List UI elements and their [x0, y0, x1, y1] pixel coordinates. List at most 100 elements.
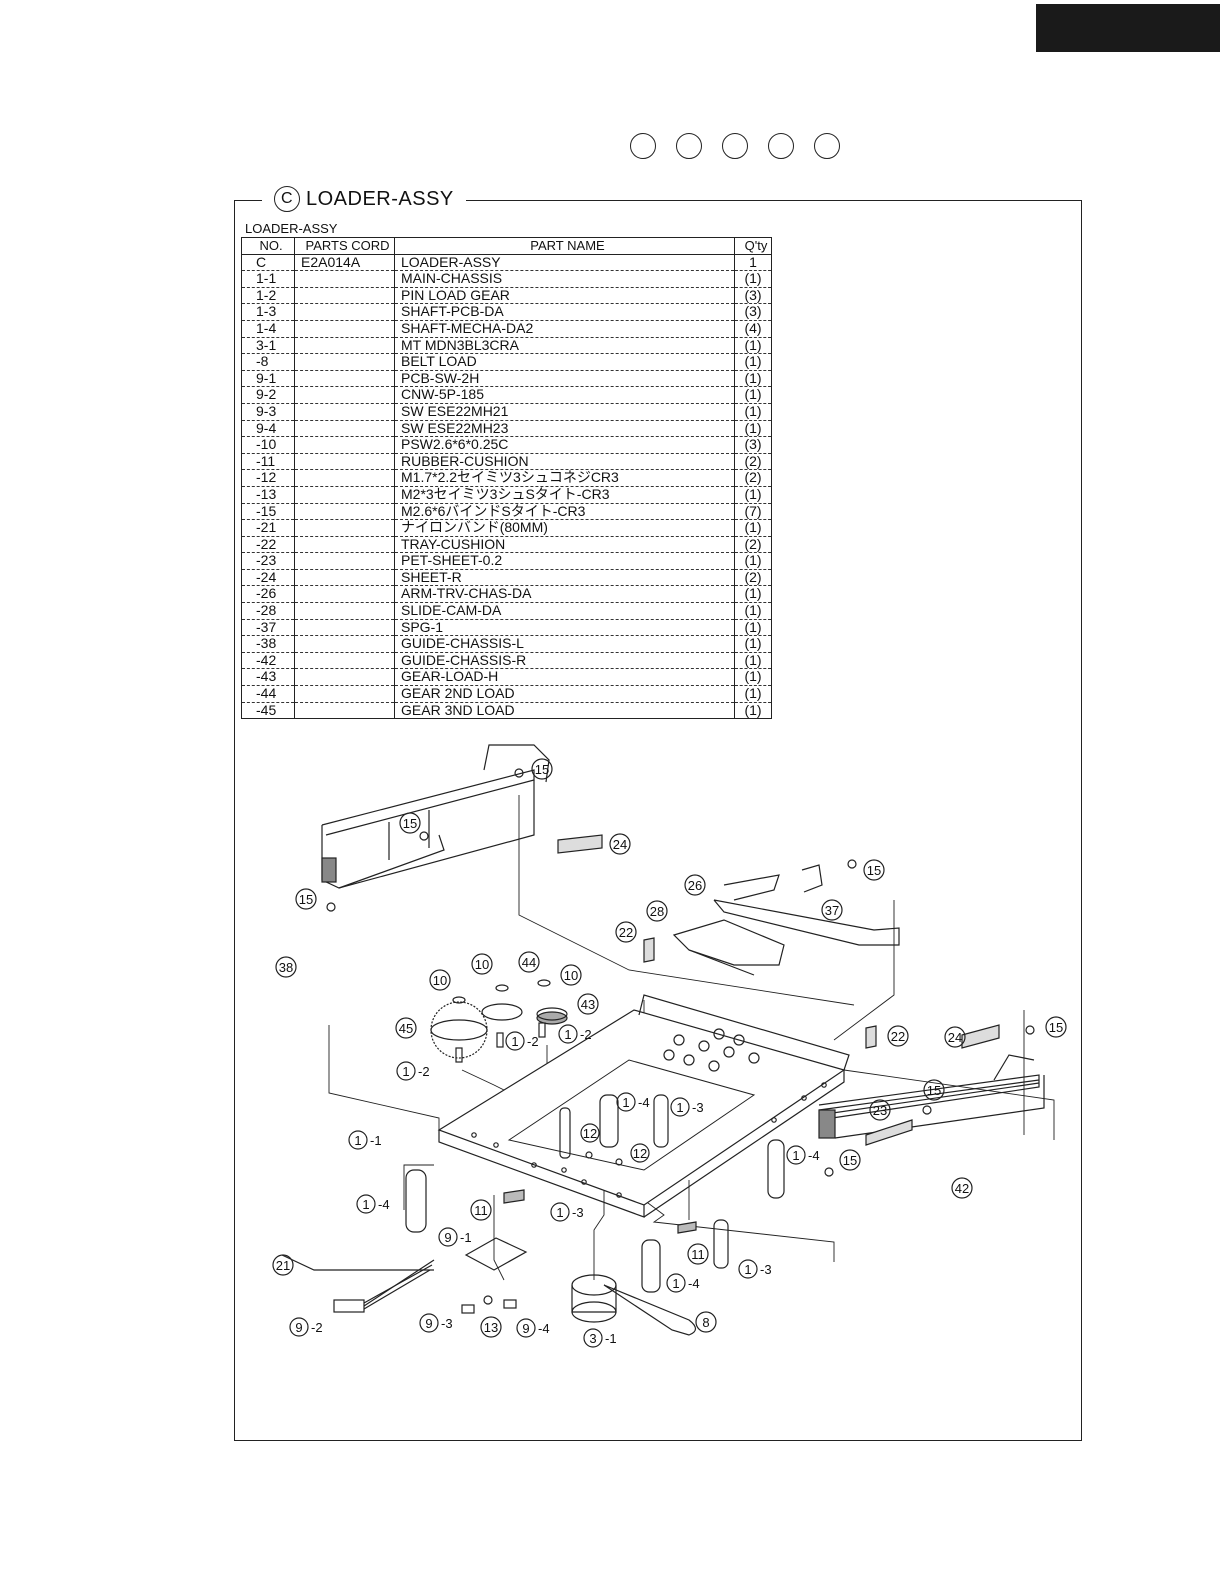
- part-name-cell: PCB-SW-2H: [394, 370, 735, 388]
- part-name-cell: LOADER-ASSY: [394, 254, 735, 272]
- compound-callouts: 1-1 1-2 1-2 1-2 1-4 1-3 1-4 1-4 1-3 1-4 …: [289, 1024, 820, 1348]
- qty-cell: (3): [734, 437, 772, 454]
- callout-45: 45: [399, 1021, 413, 1036]
- parts-cord-cell: [294, 353, 395, 371]
- arm-trv-chas: [713, 874, 900, 946]
- parts-cord-cell: [294, 652, 395, 670]
- svg-text:-4: -4: [638, 1095, 650, 1110]
- blank-circle: [768, 133, 794, 159]
- callout-23: 23: [873, 1103, 887, 1118]
- table-caption: LOADER-ASSY: [245, 221, 338, 236]
- callout-37: 37: [825, 903, 839, 918]
- parts-cord-cell: [294, 303, 395, 321]
- svg-text:9: 9: [444, 1230, 451, 1245]
- part-no-cell: 1-1: [241, 271, 295, 288]
- callout-26: 26: [688, 878, 702, 893]
- part-no-cell: 9-1: [241, 370, 295, 388]
- page-tab-marker: [1036, 4, 1220, 52]
- qty-cell: (4): [734, 320, 772, 338]
- part-name-cell: ARM-TRV-CHAS-DA: [394, 586, 735, 604]
- part-no-cell: 9-2: [241, 387, 295, 404]
- callout-1-3: 1-3: [738, 1259, 772, 1279]
- belt-load: [603, 1284, 697, 1336]
- header-part-name: PART NAME: [394, 237, 735, 255]
- part-no-cell: -21: [241, 519, 295, 537]
- part-name-cell: MT MDN3BL3CRA: [394, 337, 735, 355]
- blank-circle-row: [630, 133, 840, 159]
- part-no-cell: -37: [241, 619, 295, 637]
- qty-cell: (1): [734, 619, 772, 637]
- part-no-cell: -28: [241, 602, 295, 620]
- qty-cell: 1: [734, 254, 772, 272]
- part-no-cell: -44: [241, 685, 295, 703]
- svg-text:1: 1: [744, 1262, 751, 1277]
- callout-10: 10: [564, 968, 578, 983]
- qty-cell: (1): [734, 387, 772, 404]
- part-no-cell: C: [241, 254, 295, 272]
- qty-cell: (1): [734, 669, 772, 687]
- part-name-cell: GUIDE-CHASSIS-L: [394, 636, 735, 653]
- callout-9-1: 9-1: [438, 1227, 472, 1247]
- svg-text:1: 1: [792, 1148, 799, 1163]
- part-name-cell: PSW2.6*6*0.25C: [394, 437, 735, 454]
- part-name-cell: GEAR 3ND LOAD: [394, 702, 735, 720]
- qty-cell: (1): [734, 403, 772, 421]
- callout-9-2: 9-2: [289, 1317, 323, 1337]
- callout-9-4: 9-4: [516, 1318, 550, 1338]
- qty-cell: (1): [734, 519, 772, 537]
- parts-cord-cell: [294, 420, 395, 438]
- parts-cord-cell: [294, 320, 395, 338]
- svg-text:-2: -2: [418, 1064, 430, 1079]
- callout-44: 44: [522, 955, 536, 970]
- svg-text:3: 3: [589, 1331, 596, 1346]
- qty-cell: (1): [734, 486, 772, 504]
- callout-24: 24: [613, 837, 627, 852]
- callout-15: 15: [299, 892, 313, 907]
- parts-cord-cell: [294, 569, 395, 587]
- callout-1-4: 1-4: [786, 1145, 820, 1165]
- svg-text:1: 1: [672, 1276, 679, 1291]
- svg-text:1: 1: [622, 1095, 629, 1110]
- frame-title-text: LOADER-ASSY: [306, 187, 454, 210]
- callout-9-3: 9 -3: [419, 1313, 453, 1333]
- callout-12: 12: [633, 1146, 647, 1161]
- leader-line: [493, 1195, 505, 1281]
- callout-13: 13: [484, 1320, 498, 1335]
- part-name-cell: M2*3セイミツ3シュSタイト-CR3: [394, 486, 735, 504]
- qty-cell: (1): [734, 271, 772, 288]
- qty-cell: (2): [734, 569, 772, 587]
- svg-text:-3: -3: [441, 1316, 453, 1331]
- callout-28: 28: [650, 904, 664, 919]
- callout-1-2: 1-2: [558, 1024, 592, 1044]
- part-name-cell: GEAR 2ND LOAD: [394, 685, 735, 703]
- table-row: 9-1 PCB-SW-2H(1): [241, 370, 772, 388]
- part-no-cell: -8: [241, 354, 295, 371]
- part-name-cell: M2.6*6バインドSタイト-CR3: [394, 503, 735, 521]
- svg-text:-1: -1: [605, 1331, 617, 1346]
- svg-text:9: 9: [425, 1316, 432, 1331]
- part-name-cell: M1.7*2.2セイミツ3シュコネジCR3: [394, 470, 735, 487]
- svg-text:-3: -3: [692, 1100, 704, 1115]
- leader-line: [403, 1164, 434, 1210]
- qty-cell: (1): [734, 354, 772, 371]
- callout-22: 22: [619, 925, 633, 940]
- part-no-cell: -22: [241, 536, 295, 554]
- part-no-cell: -43: [241, 669, 295, 687]
- screws: [326, 768, 1035, 1177]
- qty-cell: (1): [734, 337, 772, 355]
- part-no-cell: 1-4: [241, 320, 295, 338]
- part-name-cell: SLIDE-CAM-DA: [394, 602, 735, 620]
- part-name-cell: RUBBER-CUSHION: [394, 453, 735, 471]
- qty-cell: (1): [734, 370, 772, 388]
- part-no-cell: -38: [241, 636, 295, 653]
